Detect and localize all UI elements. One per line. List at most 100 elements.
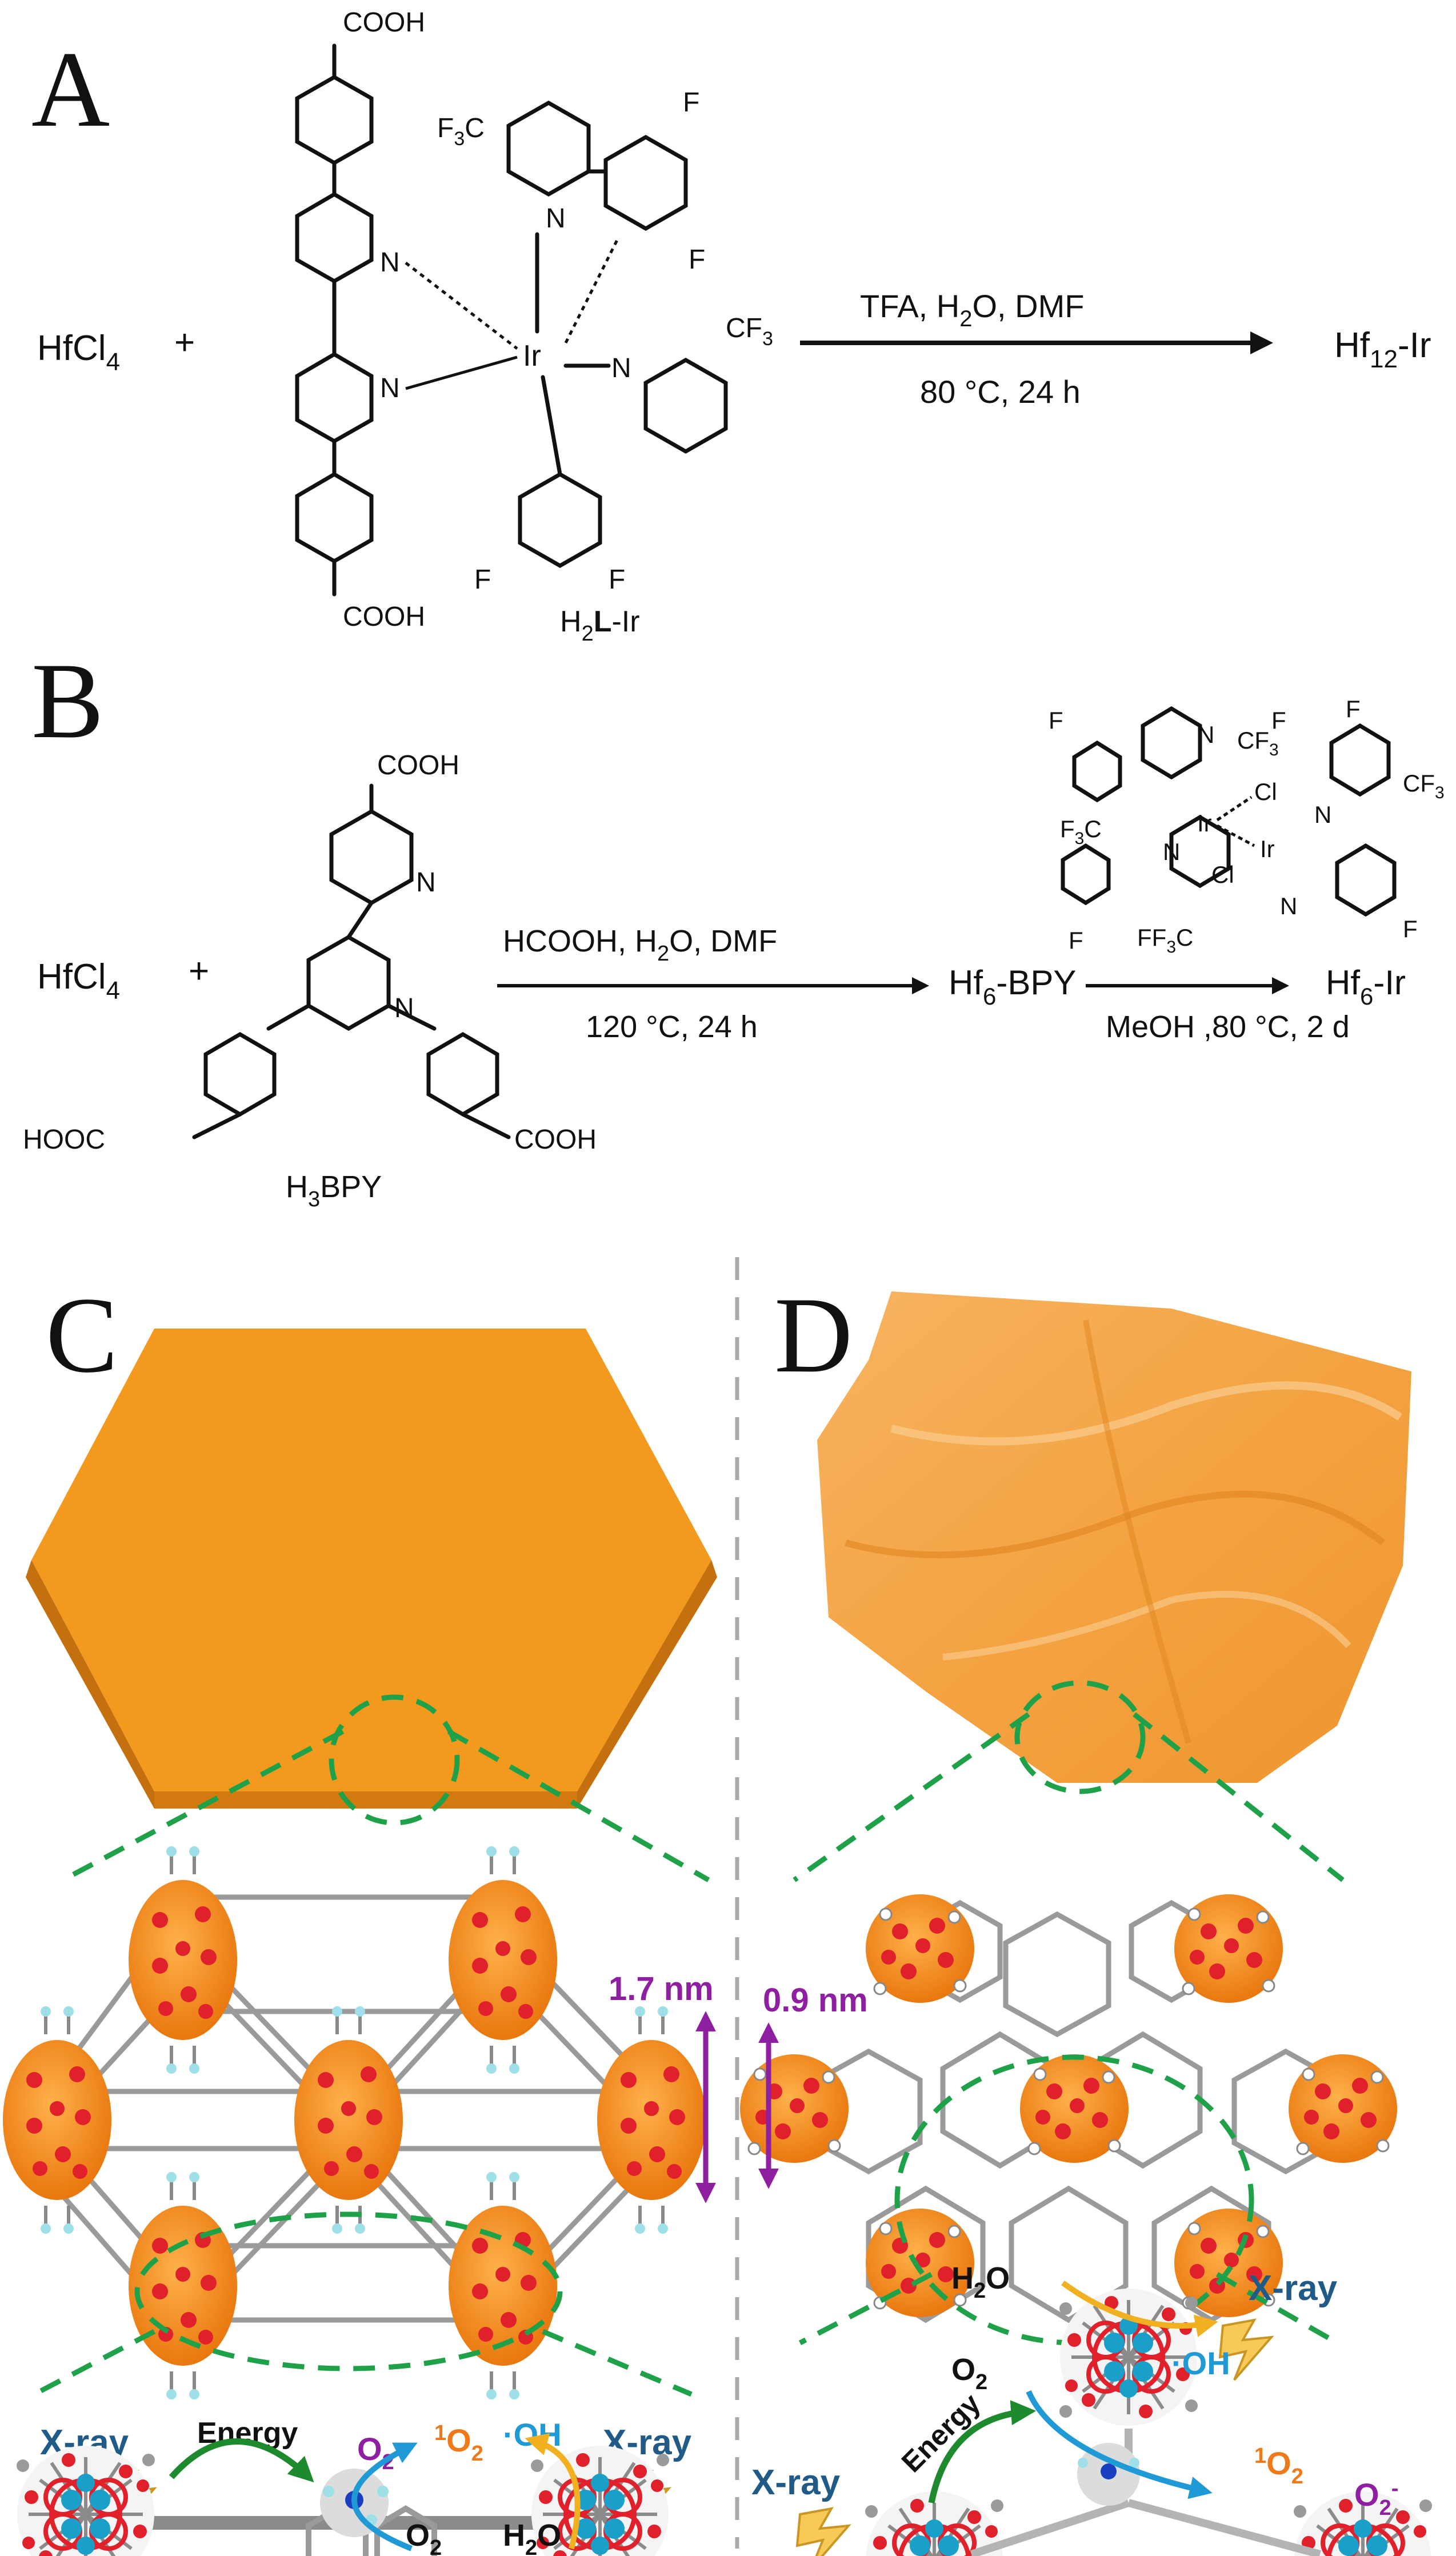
h3bpy-structure: COOH N N HOOC COOH H3BPY [23,750,597,1211]
superoxide-label-d: O [1354,2477,1379,2513]
cooh-top-b: COOH [377,750,459,781]
superoxide-label-c: O [357,2431,382,2467]
svg-text:H2O: H2O [503,2518,561,2556]
h2l-ir-structure: COOH COOH N N Ir F3C N F F [295,7,773,646]
svg-text:F: F [1271,707,1286,734]
svg-text:Hf6-Ir: Hf6-Ir [1326,963,1406,1010]
panel-a-letter: A [31,30,110,150]
panel-b-conditions2: MeOH ,80 °C, 2 d [1106,1010,1350,1044]
svg-text:1O2: 1O2 [1254,2444,1303,2489]
hydroxyl-label-d: ·OH [1171,2345,1230,2381]
xray-label-left-d: X-ray [751,2463,841,2502]
ligand-name-a: H [560,605,582,638]
panel-b-conditions1-bottom: 120 °C, 24 h [586,1010,758,1044]
panel-d: D [739,1275,1432,2556]
svg-text:O2-: O2- [1354,2477,1398,2520]
svg-text:HfCl4: HfCl4 [37,329,120,376]
svg-text:H2O: H2O [951,2261,1010,2303]
svg-text:Hf12-Ir: Hf12-Ir [1334,326,1431,373]
highlight-ellipse-c [134,2211,563,2371]
cooh-top: COOH [343,7,425,38]
svg-text:Ir: Ir [1260,835,1275,862]
oxygen-label-d: O [951,2353,975,2387]
cooh-bottom: COOH [343,602,425,632]
panel-b-intermediate: Hf [949,963,983,1002]
dimension-label-d: 0.9 nm [763,1982,868,2019]
ligand-name-b: H [286,1170,308,1204]
water-label-d: H [951,2261,974,2295]
panel-d-letter: D [774,1275,853,1395]
zoom-circle-d [1014,1680,1146,1794]
dimension-label-c: 1.7 nm [609,1970,714,2007]
iridium-center: Ir [523,339,541,373]
xray-label-top: X-ray [1249,2269,1338,2308]
crumpled-nanosheet [817,1291,1411,1783]
svg-text:N: N [611,353,631,383]
zoom-circle-c [329,1694,460,1826]
panel-a: A HfCl4 + COOH COOH N N Ir F3C N [31,7,1431,646]
singlet-oxygen-label-c: O [446,2422,471,2458]
svg-text:F3C: F3C [1060,815,1102,848]
svg-text:CF3: CF3 [1237,727,1279,759]
panel-b-conditions1-top: HCOOH, H [503,924,657,958]
svg-text:Hf6-BPY: Hf6-BPY [949,963,1076,1010]
mechanism-c: X-ray X-ray Energy O2- 1O2 ·OH [17,2417,692,2556]
svg-text:1O2: 1O2 [434,2421,483,2466]
svg-text:F: F [1049,707,1063,734]
svg-text:F3C: F3C [437,113,485,150]
svg-text:N: N [416,867,436,898]
lightning-icon [796,2507,850,2556]
oxygen-label-c: O [406,2518,430,2553]
singlet-oxygen-label-d: O [1266,2445,1291,2481]
svg-text:N: N [1197,721,1214,748]
svg-text:HCOOH, H2O, DMF: HCOOH, H2O, DMF [503,924,777,966]
svg-text:TFA, H2O, DMF: TFA, H2O, DMF [860,288,1084,331]
panel-b-plus: + [189,951,209,991]
svg-text:CF3: CF3 [1403,770,1445,802]
panel-a-plus: + [174,323,195,362]
dimension-marker-c: 1.7 nm [609,1970,716,2203]
panel-b-letter: B [31,641,104,761]
water-label-c: H [503,2518,525,2553]
mechanism-d: X-ray X-ray H2O ·OH O2 1O [751,2261,1432,2556]
panel-b-product: Hf [1326,963,1360,1002]
svg-text:Cl: Cl [1254,778,1277,805]
svg-text:N: N [1280,893,1297,919]
svg-text:F: F [609,565,625,595]
svg-text:O2: O2 [951,2353,987,2394]
svg-text:F: F [683,87,699,118]
svg-text:Cl: Cl [1211,861,1234,888]
cooh-right: COOH [514,1125,597,1155]
svg-text:N: N [546,203,566,234]
svg-text:F: F [1069,927,1083,954]
panel-a-product: Hf [1334,326,1370,365]
svg-text:N: N [380,247,400,278]
panel-b: B HfCl4 + COOH N N HOOC COOH H3BPY HCOOH… [23,641,1445,1211]
svg-text:O2: O2 [406,2518,442,2556]
svg-text:CF3: CF3 [726,313,773,350]
hooc-left: HOOC [23,1125,105,1155]
dimension-marker-d: 0.9 nm [758,1982,868,2189]
panel-a-conditions-bottom: 80 °C, 24 h [920,374,1081,410]
ir-photosensitizer-d [1077,2443,1140,2506]
panel-b-reactant: HfCl [37,957,106,997]
hf12-lattice [3,1846,706,2399]
svg-text:N: N [380,373,400,403]
svg-text:F: F [689,245,705,275]
svg-text:Ir: Ir [1197,810,1212,837]
svg-text:H3BPY: H3BPY [286,1170,382,1211]
panel-a-reactant: HfCl [37,329,106,368]
svg-text:H2L-Ir: H2L-Ir [560,605,640,646]
svg-text:FF3C: FF3C [1137,924,1193,957]
ir-dimer-structure: F CF3 F F N Cl Ir Ir Cl F3C N CF3 N N F … [1049,695,1445,957]
panel-c: C [3,1275,717,2556]
svg-text:N: N [1314,801,1331,828]
svg-text:HfCl4: HfCl4 [37,957,120,1005]
hexagonal-nanoplate [26,1329,717,1809]
svg-text:F: F [1403,915,1418,942]
svg-text:N: N [1163,838,1180,865]
svg-text:F: F [1346,695,1361,722]
panel-c-letter: C [46,1275,118,1395]
hf6-lattice [739,1893,1398,2323]
